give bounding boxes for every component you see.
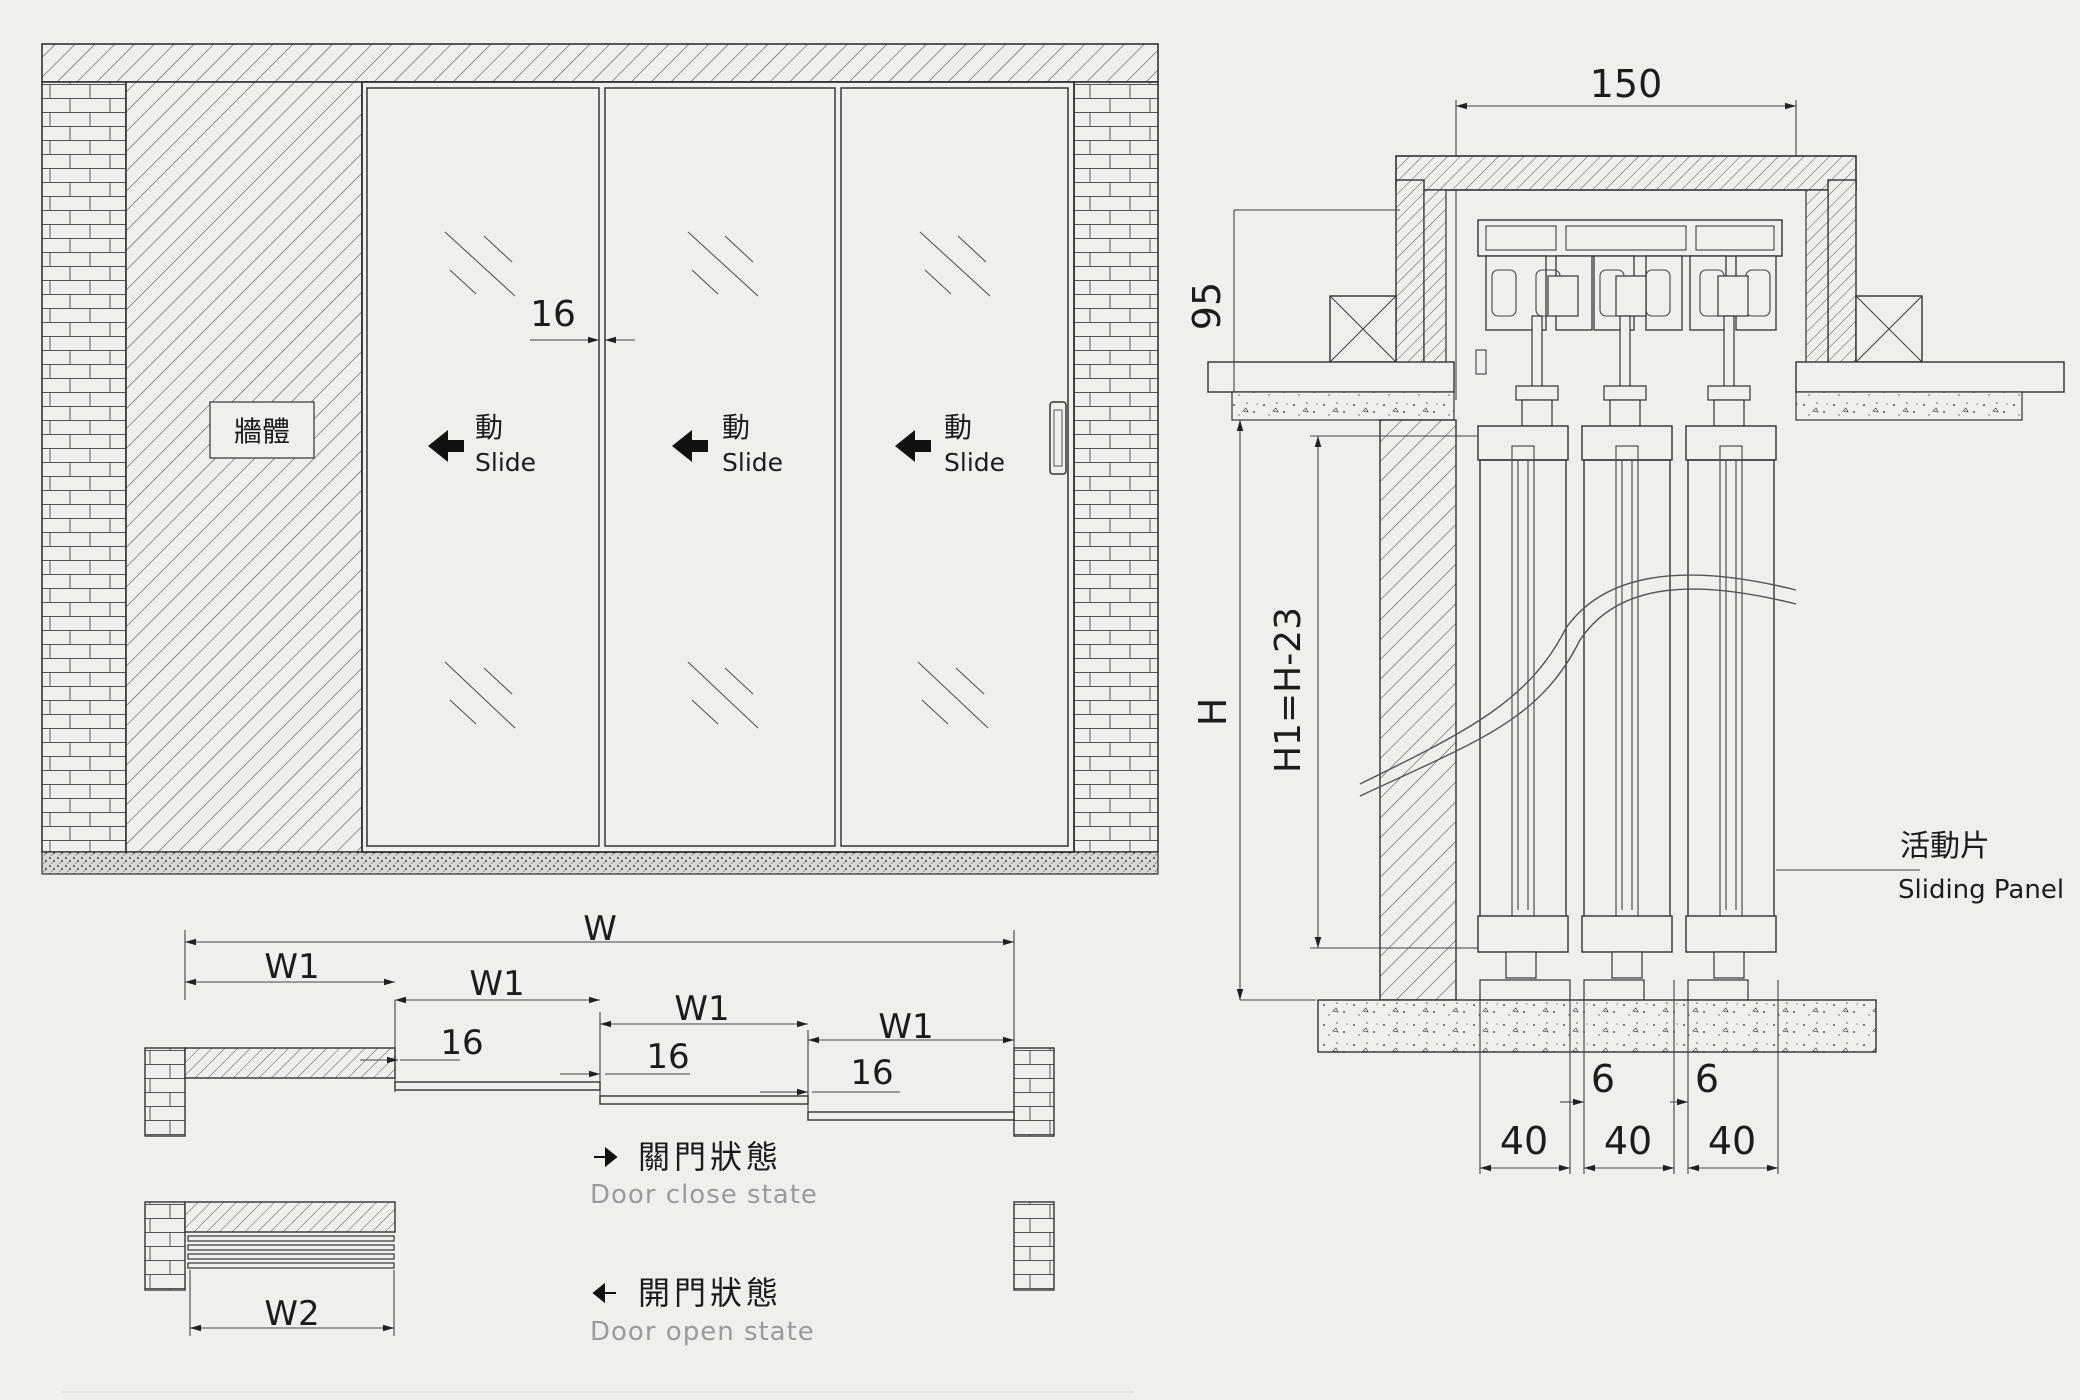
slide-arrow-2 [672, 430, 708, 462]
plan-view-open: W2 [144, 1201, 1055, 1336]
slide-arrow-1 [428, 430, 464, 462]
open-state-en: Door open state [590, 1317, 815, 1347]
plan-panel-3 [807, 1111, 1015, 1121]
header-box-outer [1395, 155, 1857, 191]
top-beam [41, 43, 1159, 83]
overlap-label-3: 16 [850, 1053, 893, 1093]
header-left-jamb [1395, 179, 1425, 393]
plan-panel-1 [394, 1081, 601, 1091]
plan-view-closed: W W1 W1 W1 W1 16 16 16 [144, 909, 1055, 1137]
w1-label-2: W1 [469, 964, 524, 1004]
section-wall [1379, 419, 1457, 1001]
open-state-arrow-icon [592, 1282, 616, 1304]
left-brick-wall [41, 81, 127, 853]
open-right-brick [1013, 1201, 1055, 1291]
open-state-cn: 開門狀態 [638, 1274, 782, 1312]
door-handle [1049, 401, 1067, 475]
pocket-wall [125, 81, 363, 853]
panel-label-en: Sliding Panel [1898, 875, 2064, 905]
panel-3-action-cn: 動 [944, 411, 972, 444]
w2-label: W2 [264, 1294, 319, 1334]
top-width-label: 150 [1590, 62, 1663, 106]
track-2-label: 40 [1604, 1119, 1652, 1163]
track-1-label: 40 [1500, 1119, 1548, 1163]
section-view: 150 [1185, 62, 2065, 1174]
panel-1-action-en: Slide [475, 448, 536, 477]
plan-left-brick [144, 1047, 186, 1137]
ceiling-slab-left [1207, 361, 1455, 393]
panel-height-label: H1=H-23 [1268, 607, 1309, 773]
gap-dimension: 16 [530, 294, 635, 344]
hangers [1515, 315, 1751, 427]
header-height-label: 95 [1185, 282, 1229, 330]
gap-1-label: 6 [1591, 1057, 1615, 1101]
track-3-label: 40 [1708, 1119, 1756, 1163]
track-profile [1475, 219, 1783, 375]
stacked-panels [187, 1235, 395, 1269]
right-brick-wall [1073, 81, 1159, 853]
header-right-jamb [1827, 179, 1857, 393]
plan-right-brick [1013, 1047, 1055, 1137]
glass-reflections [444, 231, 991, 729]
elevation-view: 牆體 動 Slide 動 Slide 動 Slide 16 [41, 43, 1159, 875]
panel-1-action-cn: 動 [475, 411, 503, 444]
sliding-panels-section [1359, 425, 1797, 1001]
gap-dim-label: 16 [530, 294, 576, 335]
height-label: H [1191, 698, 1235, 727]
open-left-brick [144, 1201, 186, 1291]
plan-pocket-wall [184, 1047, 396, 1079]
overlap-label-1: 16 [440, 1023, 483, 1063]
close-state-cn: 關門狀態 [638, 1138, 782, 1176]
plan-legend: 關門狀態 Door close state 開門狀態 Door open sta… [590, 1138, 818, 1347]
panel-2-action-cn: 動 [722, 411, 750, 444]
slide-arrow-3 [895, 430, 931, 462]
open-pocket-wall [184, 1201, 396, 1233]
gap-2-label: 6 [1695, 1057, 1719, 1101]
wall-label-box [209, 401, 315, 459]
panel-2-action-en: Slide [722, 448, 783, 477]
overlap-label-2: 16 [646, 1037, 689, 1077]
floor-strip [41, 851, 1159, 875]
close-state-arrow-icon [594, 1146, 618, 1168]
w1-label-4: W1 [878, 1007, 933, 1047]
panel-label-cn: 活動片 [1900, 829, 1990, 864]
section-floor [1317, 999, 1877, 1053]
ceiling-slab-right [1795, 361, 2065, 393]
plan-panel-2 [599, 1095, 809, 1105]
wall-label: 牆體 [234, 415, 290, 448]
break-line [1359, 588, 1797, 797]
close-state-en: Door close state [590, 1180, 818, 1210]
w1-label-1: W1 [264, 947, 319, 987]
total-width-label: W [583, 909, 617, 949]
panel-3-action-en: Slide [944, 448, 1005, 477]
w1-label-3: W1 [674, 989, 729, 1029]
